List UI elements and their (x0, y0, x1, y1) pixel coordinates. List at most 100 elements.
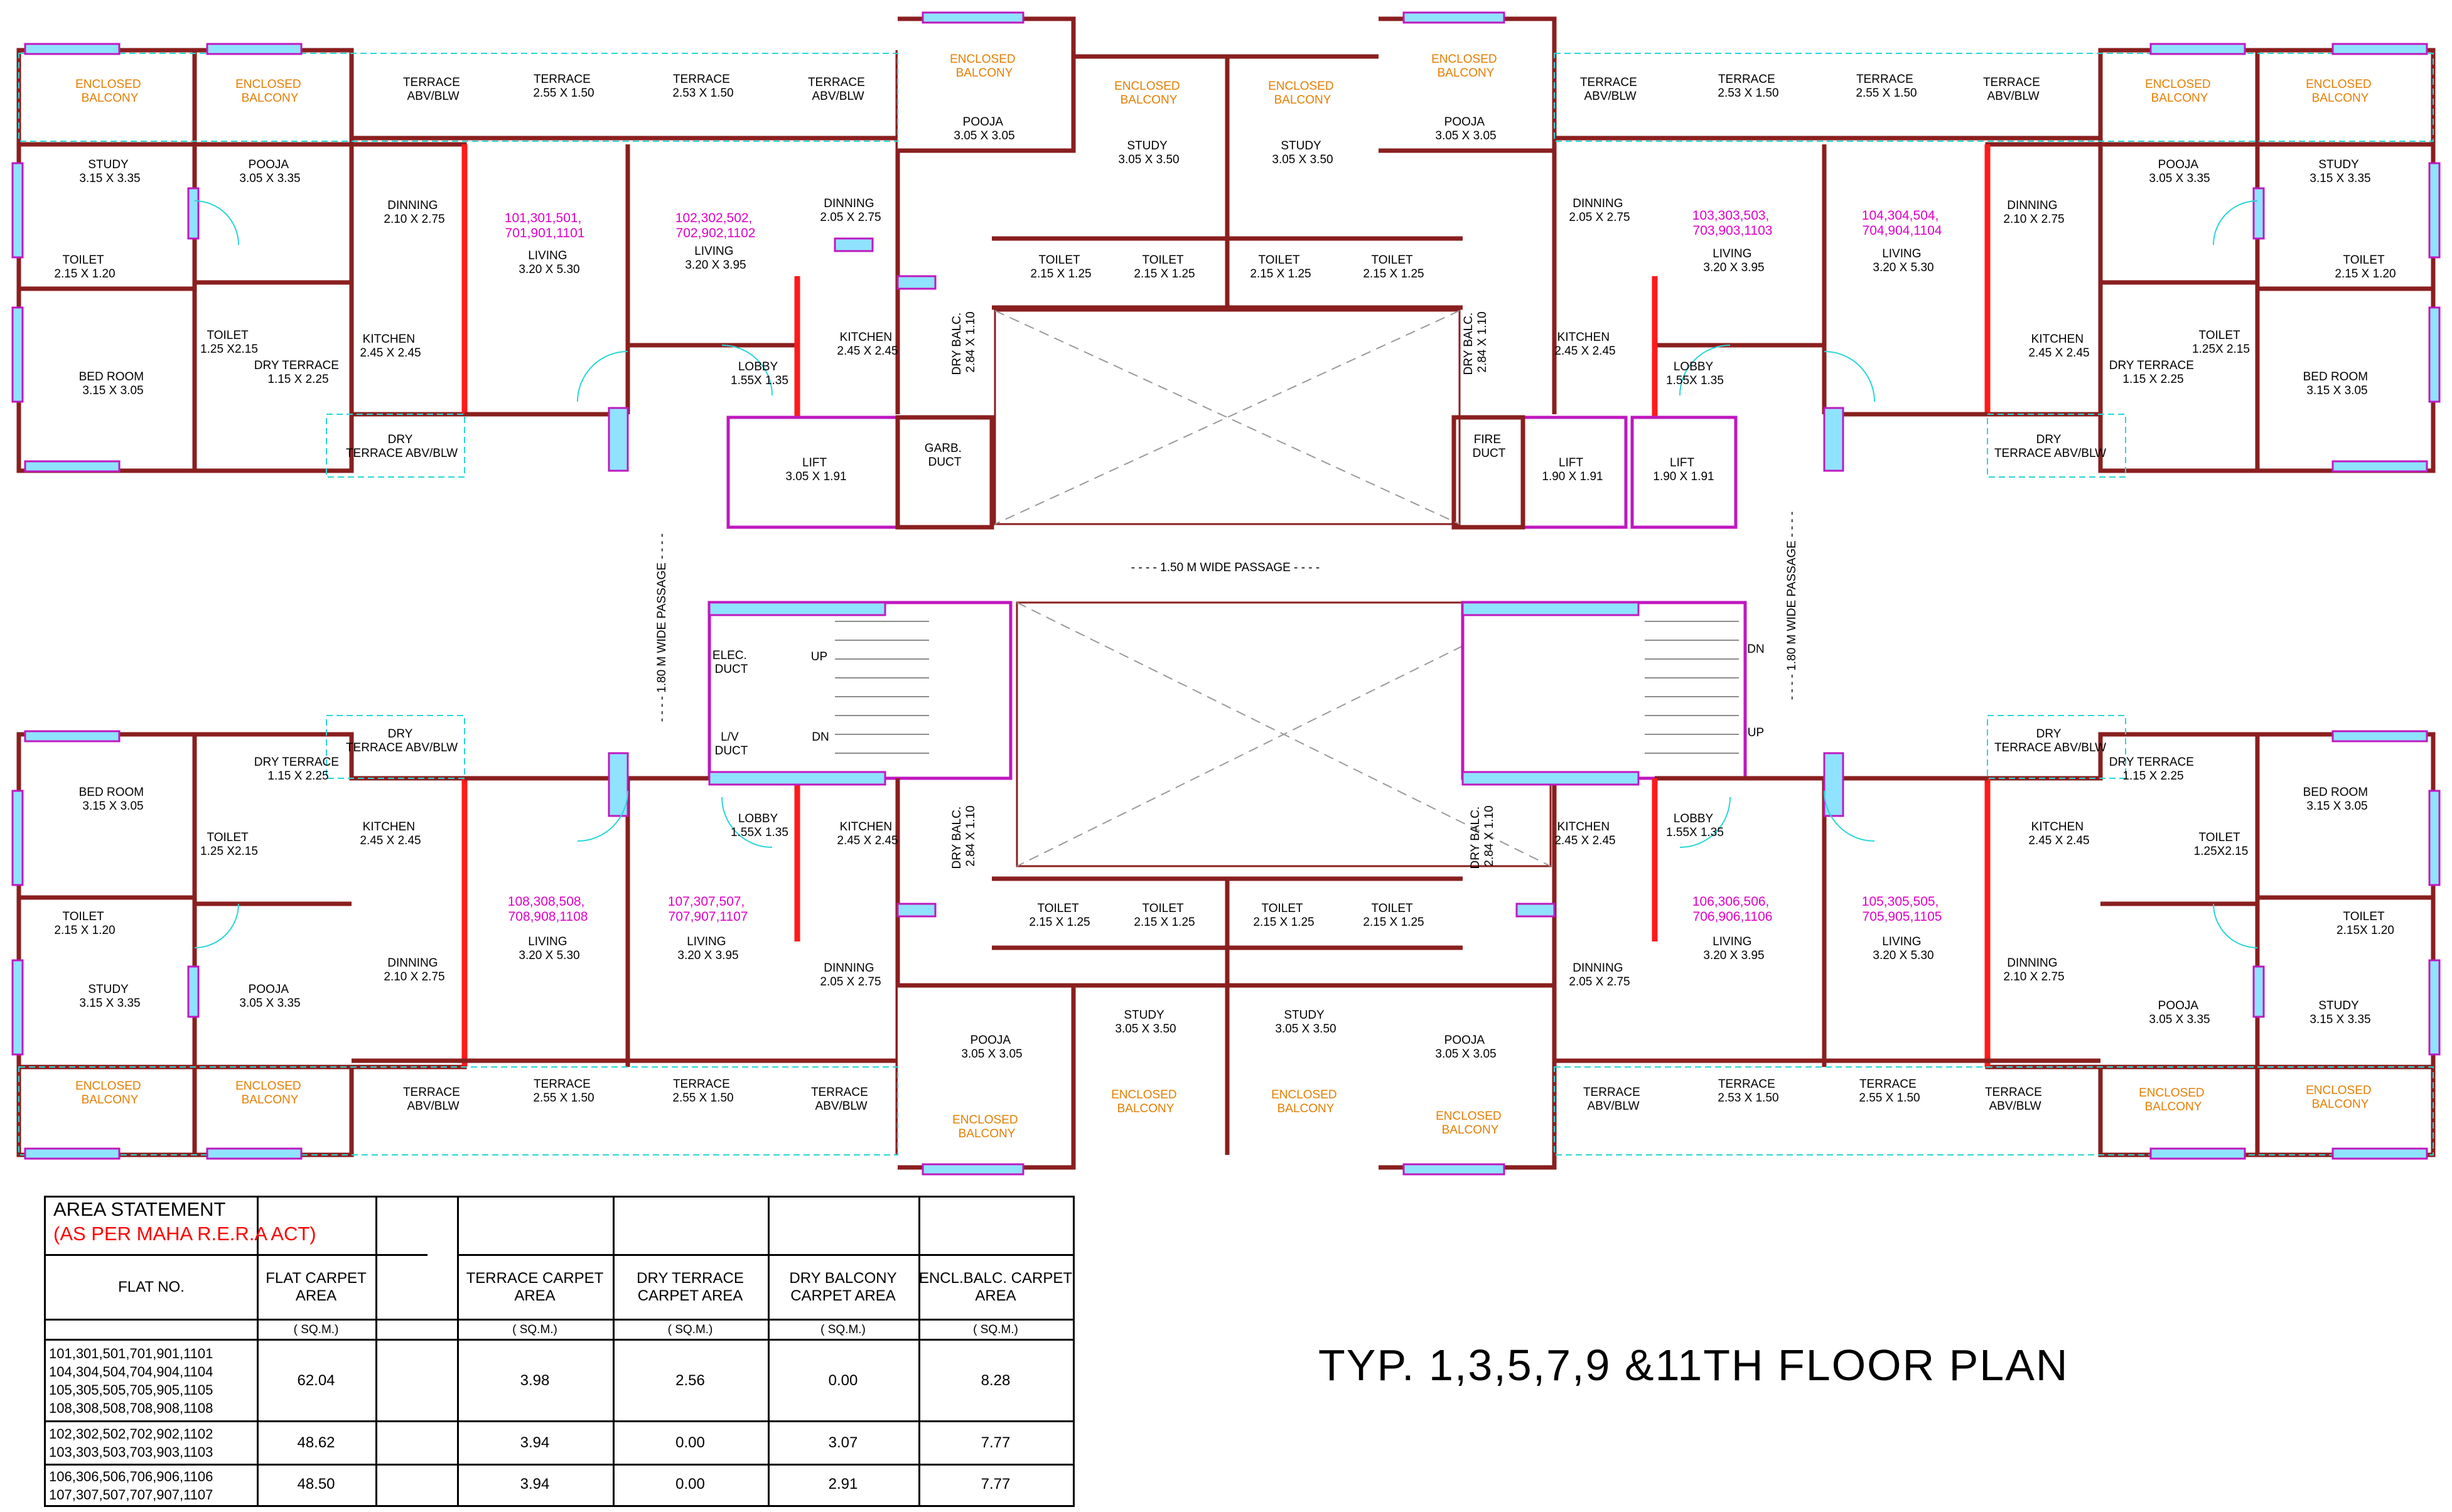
passage-right: - - - - 1.80 M WIDE PASSAGE - - - - (1785, 512, 1799, 700)
col-dry-balc (46, 1198, 920, 1505)
tr-pooja: POOJA 3.05 X 3.35 (2149, 158, 2210, 185)
hdr-encl-balc: ENCL.BALC. CARPET AREA (918, 1270, 1073, 1304)
row2-dry-terrace: 0.00 (675, 1434, 705, 1451)
br-dinning: DINNING 2.10 X 2.75 (2003, 957, 2064, 984)
passage-left: - - - - 1.80 M WIDE PASSAGE - - - - (655, 533, 669, 722)
bl-lobby: LOBBY 1.55X 1.35 (731, 812, 788, 839)
row3-flat-2: 107,307,507,707,907,1107 (49, 1486, 213, 1503)
tr-encl-balc2: ENCLOSED BALCONY (2306, 78, 2375, 105)
tr-terrace-abv: TERRACE ABV/BLW (1983, 76, 2043, 103)
row2-flat-2: 103,303,503,703,903,1103 (49, 1444, 213, 1460)
bl-pooja: POOJA 3.05 X 3.35 (239, 983, 300, 1010)
row1-dry-balcony: 0.00 (828, 1371, 858, 1389)
br-dry-terrace: DRY TERRACE ABV/BLW (1994, 727, 2106, 754)
row2-flat-1: 102,302,502,702,902,1102 (49, 1426, 213, 1442)
unit-terrace: ( SQ.M.) (512, 1322, 557, 1336)
tl-dinning: DINNING 2.10 X 2.75 (384, 199, 444, 226)
tc-toilet4: TOILET 2.15 X 1.25 (1363, 254, 1424, 281)
bc-terrace-abv: TERRACE ABV/BLW (811, 1086, 871, 1113)
tl-living-b: LIVING 3.20 X 3.95 (685, 245, 746, 272)
row1-dry-terrace: 2.56 (675, 1371, 705, 1389)
tc-pooja: POOJA 3.05 X 3.05 (954, 115, 1014, 142)
tr-encl-balc: ENCLOSED BALCONY (2145, 78, 2214, 105)
row3-terrace: 3.94 (520, 1476, 550, 1493)
bl-toilet1: TOILET 2.15 X 1.20 (54, 910, 115, 937)
col-flat-carpet (46, 1198, 377, 1505)
row2-flats: 102,302,502,702,902,1102 103,303,503,703… (49, 1422, 256, 1464)
bc-study2: STUDY 3.05 X 3.50 (1275, 1009, 1336, 1036)
tr-toilet2: TOILET 1.25X 2.15 (2192, 329, 2250, 356)
tl-flats-b: 102,302,502, 702,902,1102 (675, 211, 756, 240)
hdr-dry-balcony: DRY BALCONY CARPET AREA (789, 1270, 897, 1304)
tl-pooja: POOJA 3.05 X 3.35 (239, 158, 300, 185)
br-living-a: LIVING 3.20 X 3.95 (1703, 935, 1764, 962)
tc-kitchen: KITCHEN 2.45 X 2.45 (837, 331, 898, 358)
tc-toilet2: TOILET 2.15 X 1.25 (1134, 254, 1195, 281)
tl-dry-terrace2: DRY TERRACE ABV/BLW (346, 433, 458, 460)
bc-kitchen: KITCHEN 2.45 X 2.45 (837, 820, 898, 847)
room-labels: ENCLOSED BALCONY ENCLOSED BALCONY STUDY … (54, 53, 2396, 1140)
br-terrace1: TERRACE 2.53 X 1.50 (1718, 1078, 1778, 1105)
tr-terrace1: TERRACE 2.53 X 1.50 (1718, 73, 1778, 100)
tl-terrace2: TERRACE 2.53 X 1.50 (672, 73, 733, 100)
tr-flats-a: 103,303,503, 703,903,1103 (1692, 208, 1773, 238)
bc-encl-balc4: ENCLOSED BALCONY (1436, 1110, 1505, 1137)
br-kitchen: KITCHEN 2.45 X 2.45 (2028, 820, 2089, 847)
unit-dry-balcony: ( SQ.M.) (820, 1322, 866, 1336)
col-dry-terrace (46, 1198, 770, 1505)
br-toilet1: TOILET 2.15X 1.20 (2336, 910, 2394, 937)
tl-bedroom: BED ROOM 3.15 X 3.05 (79, 370, 148, 397)
area-subtitle: (AS PER MAHA R.E.R.A ACT) (53, 1223, 316, 1245)
row3-flat-carpet: 48.50 (297, 1476, 335, 1493)
windows (11, 11, 2441, 1176)
tr-flats-b: 104,304,504, 704,904,1104 (1862, 208, 1942, 238)
tl-kitchen: KITCHEN 2.45 X 2.45 (360, 333, 421, 360)
row1-flat-carpet: 62.04 (297, 1371, 335, 1389)
row1-encl-balc: 8.28 (981, 1371, 1011, 1389)
br-flats-a: 106,306,506, 706,906,1106 (1692, 894, 1773, 924)
bl-living-b: LIVING 3.20 X 3.95 (677, 935, 738, 962)
bc-encl-balc3: ENCLOSED BALCONY (1271, 1088, 1340, 1115)
col-terrace (46, 1198, 615, 1505)
c-dn2: DN (1747, 643, 1764, 656)
tl-toilet2: TOILET 1.25 X2.15 (200, 329, 258, 356)
row2-terrace: 3.94 (520, 1434, 550, 1451)
c-dn: DN (812, 731, 829, 744)
c-up: UP (811, 650, 827, 663)
bl-terrace-abv: TERRACE ABV/BLW (403, 1086, 463, 1113)
tc-terrace-abv: TERRACE ABV/BLW (808, 76, 868, 103)
tc-lift3: LIFT 1.90 X 1.91 (1653, 456, 1714, 483)
bc-dinning: DINNING 2.05 X 2.75 (820, 962, 881, 989)
row3-encl-balc: 7.77 (981, 1476, 1011, 1493)
tc-study1: STUDY 3.05 X 3.50 (1118, 139, 1179, 166)
tc-lift: LIFT 3.05 X 1.91 (785, 456, 846, 483)
row1-flat-2: 104,304,504,704,904,1104 (49, 1363, 213, 1380)
tr-study: STUDY 3.15 X 3.35 (2310, 158, 2370, 185)
bc-dinning2: DINNING 2.05 X 2.75 (1569, 962, 1630, 989)
br-encl-balc2: ENCLOSED BALCONY (2306, 1084, 2375, 1111)
tc-lift2: LIFT 1.90 X 1.91 (1542, 456, 1603, 483)
tc-dinning2: DINNING 2.05 X 2.75 (1569, 197, 1630, 224)
tr-toilet1: TOILET 2.15 X 1.20 (2335, 254, 2396, 281)
tc-pooja2: POOJA 3.05 X 3.05 (1435, 115, 1496, 142)
bl-dry-terrace: DRY TERRACE ABV/BLW (346, 727, 458, 754)
area-statement-table: AREA STATEMENT (AS PER MAHA R.E.R.A ACT)… (44, 1196, 1075, 1507)
bc-toilet2: TOILET 2.15 X 1.25 (1134, 902, 1195, 929)
tl-flats-a: 101,301,501, 701,901,1101 (505, 211, 585, 240)
bc-toilet4: TOILET 2.15 X 1.25 (1363, 902, 1424, 929)
tc-encl-balc3: ENCLOSED BALCONY (1268, 80, 1337, 107)
tl-encl-balc: ENCLOSED BALCONY (75, 78, 144, 105)
tr-living-a: LIVING 3.20 X 3.95 (1703, 247, 1764, 274)
floor-plan-drawing: ENCLOSED BALCONY ENCLOSED BALCONY STUDY … (11, 11, 2441, 1176)
hdr-flat-carpet: FLAT CARPET AREA (266, 1270, 367, 1304)
tl-toilet1: TOILET 2.15 X 1.20 (54, 254, 115, 281)
tc-kitchen2: KITCHEN 2.45 X 2.45 (1554, 331, 1615, 358)
row3-flats: 106,306,506,706,906,1106 107,307,507,707… (49, 1466, 256, 1505)
hdr-dry-terrace: DRY TERRACE CARPET AREA (637, 1270, 744, 1304)
tl-dry-terrace: DRY TERRACE 1.15 X 2.25 (254, 359, 342, 386)
bl-kitchen: KITCHEN 2.45 X 2.45 (360, 820, 421, 847)
tr-bedroom: BED ROOM 3.15 X 3.05 (2303, 370, 2372, 397)
bc-terrace-abv2: TERRACE ABV/BLW (1583, 1086, 1643, 1113)
br-bedroom: BED ROOM 3.15 X 3.05 (2303, 786, 2372, 813)
bl-toilet2: TOILET 1.25 X2.15 (200, 831, 258, 858)
